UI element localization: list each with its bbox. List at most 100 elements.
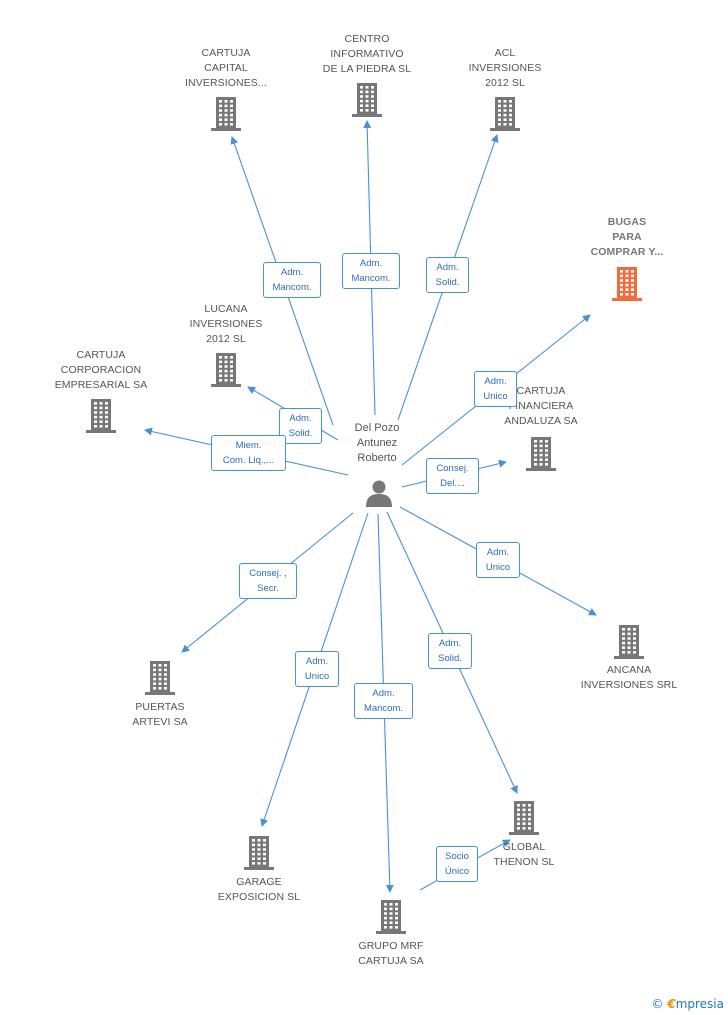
relation-label-line: Mancom. [272, 282, 312, 293]
relation-label-line: Socio [445, 851, 469, 862]
company-name-line: ANCANA [606, 664, 652, 676]
company-name-line: CENTRO [344, 33, 390, 45]
person-name-line: Del Pozo [354, 422, 400, 434]
company-name-acl-inversiones[interactable]: ACL INVERSIONES 2012 SL [440, 46, 570, 91]
company-name-cartuja-corporacion[interactable]: CARTUJA CORPORACION EMPRESARIAL SA [36, 348, 166, 393]
relation-label-line: Adm. [305, 656, 329, 667]
company-name-garage-exposicion[interactable]: GARAGE EXPOSICION SL [194, 875, 324, 905]
company-name-line: CARTUJA [516, 385, 566, 397]
relation-label-line: Unico [304, 671, 330, 682]
relation-label[interactable]: Consej. Del.... [426, 458, 479, 494]
company-name-line: CARTUJA [76, 349, 126, 361]
company-name-line: GARAGE [236, 876, 282, 888]
company-name-line: ACL [494, 47, 516, 59]
building-icon[interactable] [376, 900, 406, 934]
building-icon[interactable] [352, 83, 382, 117]
person-name[interactable]: Del Pozo Antunez Roberto [330, 421, 424, 466]
building-icon[interactable] [509, 801, 539, 835]
relation-label[interactable]: Adm. Solid. [428, 633, 472, 669]
company-name-line: INVERSIONES... [185, 77, 267, 89]
relation-label-line: Solid. [288, 428, 313, 439]
company-name-line: INVERSIONES [468, 62, 542, 74]
company-name-line: EXPOSICION SL [217, 891, 301, 903]
building-icon[interactable] [145, 661, 175, 695]
company-name-ancana[interactable]: ANCANA INVERSIONES SRL [564, 663, 694, 693]
relation-label-line: Consej. , [249, 568, 287, 579]
building-icon[interactable] [86, 399, 116, 433]
relation-label[interactable]: Adm. Solid. [426, 257, 469, 293]
relation-label-line: Del.... [440, 478, 465, 489]
relation-label-line: Secr. [257, 583, 279, 594]
relation-label[interactable]: Adm. Unico [476, 542, 520, 578]
company-name-line: GRUPO MRF [358, 940, 424, 952]
relation-label-line: Miem. [235, 440, 262, 451]
relation-label-line: Adm. [484, 376, 507, 387]
relation-label[interactable]: Adm. Unico [474, 371, 517, 407]
relation-label-line: Adm. [280, 267, 304, 278]
company-name-line: CARTUJA [201, 47, 251, 59]
brand-initial: € [667, 997, 676, 1011]
company-name-line: COMPRAR Y... [590, 246, 664, 258]
relation-label-line: Adm. [436, 262, 459, 273]
company-name-line: 2012 SL [485, 77, 525, 89]
relation-label[interactable]: Adm. Mancom. [342, 253, 400, 289]
company-name-cartuja-financiera[interactable]: CARTUJA FINANCIERA ANDALUZA SA [476, 384, 606, 429]
person-name-line: Roberto [357, 452, 397, 464]
relation-label-line: Consej. [436, 463, 469, 474]
company-name-line: 2012 SL [206, 333, 246, 345]
relation-label[interactable]: Adm. Mancom. [263, 262, 321, 298]
empresia-watermark: © €mpresia [652, 997, 725, 1011]
company-name-cartuja-capital[interactable]: CARTUJA CAPITAL INVERSIONES... [161, 46, 291, 91]
company-name-puertas-artevi[interactable]: PUERTAS ARTEVI SA [95, 700, 225, 730]
building-icon[interactable] [211, 97, 241, 131]
building-icon[interactable] [526, 437, 556, 471]
relation-label-line: Mancom. [351, 273, 391, 284]
company-name-line: INFORMATIVO [330, 48, 404, 60]
company-name-line: EMPRESARIAL SA [54, 379, 148, 391]
person-name-line: Antunez [356, 437, 398, 449]
relation-label[interactable]: Miem. Com. Liq.,... [211, 435, 286, 471]
company-name-centro-informativo[interactable]: CENTRO INFORMATIVO DE LA PIEDRA SL [302, 32, 432, 77]
company-name-bugas[interactable]: BUGAS PARA COMPRAR Y... [562, 215, 692, 260]
company-name-line: INVERSIONES [189, 318, 263, 330]
company-name-line: ARTEVI SA [132, 716, 188, 728]
relation-label-line: Unico [485, 562, 511, 573]
company-name-line: DE LA PIEDRA SL [322, 63, 412, 75]
company-name-line: PARA [612, 231, 642, 243]
building-icon-highlighted[interactable] [612, 267, 642, 301]
relation-label-line: Com. Liq.,... [222, 455, 275, 466]
company-name-line: FINANCIERA [508, 400, 574, 412]
relation-label-line: Solid. [438, 653, 462, 664]
relation-label-line: Único [444, 866, 470, 877]
relation-label[interactable]: Consej. , Secr. [239, 563, 297, 599]
relation-label-line: Adm. [359, 258, 383, 269]
company-name-line: CAPITAL [204, 62, 248, 74]
relation-label[interactable]: Adm. Unico [295, 651, 339, 687]
company-name-global-thenon[interactable]: GLOBAL THENON SL [459, 840, 589, 870]
copyright-icon: © [651, 997, 664, 1011]
company-name-line: ANDALUZA SA [504, 415, 578, 427]
building-icon[interactable] [490, 97, 520, 131]
relation-label-line: Adm. [372, 688, 395, 699]
relation-label-line: Adm. [438, 638, 462, 649]
relation-label[interactable]: Adm. Mancom. [354, 683, 413, 719]
building-icon[interactable] [211, 353, 241, 387]
building-icon[interactable] [244, 836, 274, 870]
person-icon[interactable] [364, 478, 394, 508]
company-name-line: PUERTAS [135, 701, 185, 713]
company-name-line: GLOBAL [502, 841, 546, 853]
company-name-line: LUCANA [204, 303, 248, 315]
company-name-lucana[interactable]: LUCANA INVERSIONES 2012 SL [161, 302, 291, 347]
company-name-line: CORPORACION [60, 364, 142, 376]
company-name-line: INVERSIONES SRL [580, 679, 678, 691]
company-name-line: THENON SL [493, 856, 555, 868]
relation-label-line: Mancom. [363, 703, 404, 714]
relation-label[interactable]: Adm.Solid. [279, 408, 322, 444]
relation-label-line: Adm. [486, 547, 510, 558]
building-icon[interactable] [614, 625, 644, 659]
relation-label-line: Solid. [435, 277, 460, 288]
relation-label-line: Unico [483, 391, 508, 402]
company-name-line: BUGAS [607, 216, 647, 228]
